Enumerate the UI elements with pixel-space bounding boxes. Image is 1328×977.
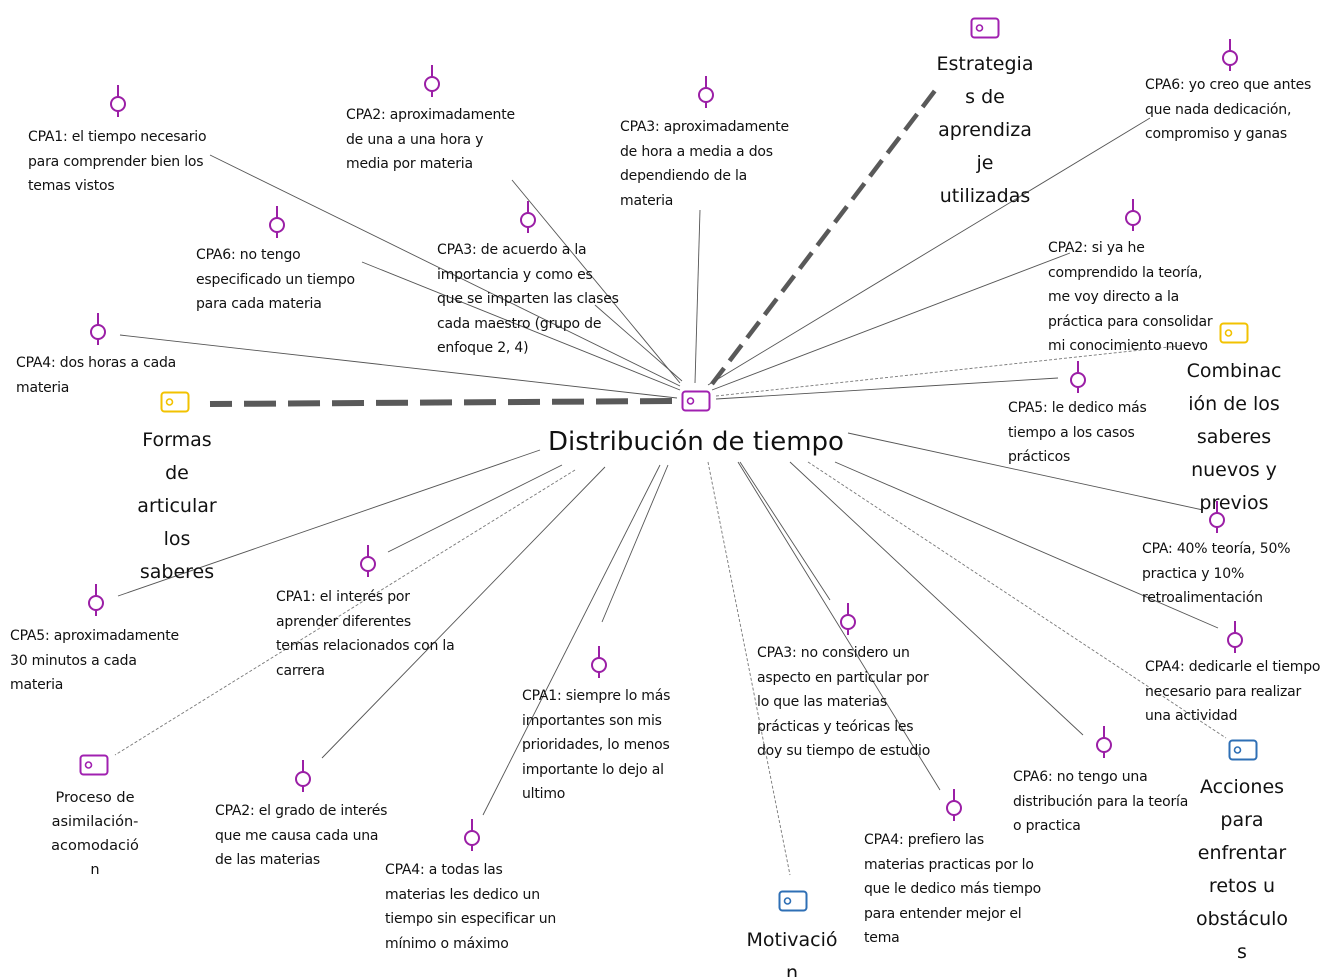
- edge-acciones: [807, 461, 1227, 739]
- code-label-estrategias[interactable]: Estrategia s de aprendiza je utilizadas: [936, 53, 1034, 207]
- edge-q1: [209, 154, 681, 387]
- code-icon-combinacion[interactable]: [1219, 322, 1249, 344]
- central-code-label[interactable]: Distribución de tiempo: [548, 427, 844, 457]
- quote-text-q6[interactable]: CPA3: de acuerdo a la importancia y como…: [437, 242, 619, 356]
- quote-text-q10[interactable]: CPA: 40% teoría, 50% practica y 10% retr…: [1142, 541, 1291, 606]
- quote-text-q14[interactable]: CPA3: no considero un aspecto en particu…: [757, 645, 931, 759]
- edge-q17: [482, 464, 661, 816]
- quote-icon-q17[interactable]: [463, 818, 481, 852]
- quote-text-q16[interactable]: CPA2: el grado de interés que me causa c…: [215, 803, 388, 868]
- quote-text-q2[interactable]: CPA2: aproximadamente de una a una hora …: [346, 107, 515, 172]
- edge-combinacion: [715, 342, 1207, 397]
- edge-q5: [361, 261, 681, 391]
- code-icon-acciones[interactable]: [1228, 739, 1258, 761]
- quote-icon-q15[interactable]: [1226, 620, 1244, 654]
- edge-q2: [511, 179, 681, 384]
- code-label-motivacion[interactable]: Motivació n: [746, 929, 838, 977]
- quote-icon-q3[interactable]: [697, 75, 715, 109]
- quote-icon-q7[interactable]: [1124, 198, 1142, 232]
- quote-icon-q11[interactable]: [87, 583, 105, 617]
- edge-q10: [847, 432, 1204, 511]
- quote-text-q12[interactable]: CPA1: el interés por aprender diferentes…: [276, 589, 455, 679]
- quote-text-q8[interactable]: CPA4: dos horas a cada materia: [16, 355, 177, 396]
- edge-q19: [737, 461, 941, 791]
- quote-text-q13[interactable]: CPA1: siempre lo más importantes son mis…: [522, 688, 671, 802]
- quote-text-q3[interactable]: CPA3: aproximadamente de hora a media a …: [620, 119, 789, 209]
- quote-text-q18[interactable]: CPA6: no tengo una distribución para la …: [1013, 769, 1189, 834]
- quote-text-q19[interactable]: CPA4: prefiero las materias practicas po…: [864, 832, 1042, 946]
- code-label-combinacion[interactable]: Combinac ión de los saberes nuevos y pre…: [1186, 360, 1282, 514]
- edge-q15: [834, 461, 1219, 629]
- quote-icon-q2[interactable]: [423, 64, 441, 98]
- edge-q4: [707, 117, 1151, 386]
- edge-q13: [601, 464, 669, 623]
- quote-text-q15[interactable]: CPA4: dedicarle el tiempo necesario para…: [1145, 659, 1321, 724]
- code-label-acciones[interactable]: Acciones para enfrentar retos u obstácul…: [1195, 776, 1289, 963]
- quote-icon-q19[interactable]: [945, 788, 963, 822]
- edge-q3: [694, 209, 701, 384]
- edge-q12: [387, 464, 563, 553]
- code-icon-estrategias[interactable]: [970, 17, 1000, 39]
- edge-q18: [789, 461, 1084, 736]
- quote-text-q1[interactable]: CPA1: el tiempo necesario para comprende…: [28, 129, 207, 194]
- quote-text-q11[interactable]: CPA5: aproximadamente 30 minutos a cada …: [10, 628, 179, 693]
- edge-q11: [117, 449, 541, 597]
- quote-icon-q18[interactable]: [1095, 725, 1113, 759]
- edge-q16: [321, 466, 606, 759]
- quote-icon-q1[interactable]: [109, 84, 127, 118]
- code-icon-proceso[interactable]: [79, 754, 109, 776]
- edge-proceso: [114, 469, 576, 756]
- code-icon-motivacion[interactable]: [778, 890, 808, 912]
- code-label-formas[interactable]: Formas de articular los saberes: [137, 429, 217, 583]
- quote-icon-q4[interactable]: [1221, 38, 1239, 72]
- quote-icon-q10[interactable]: [1208, 500, 1226, 534]
- quote-text-q7[interactable]: CPA2: si ya he comprendido la teoría, me…: [1048, 240, 1213, 354]
- quote-icon-q14[interactable]: [839, 602, 857, 636]
- edge-estrategias: [710, 86, 939, 386]
- edge-q6: [594, 304, 683, 382]
- edge-q8: [119, 334, 678, 399]
- quote-text-q5[interactable]: CPA6: no tengo especificado un tiempo pa…: [196, 247, 355, 312]
- edge-q7: [711, 252, 1071, 391]
- quote-text-q4[interactable]: CPA6: yo creo que antes que nada dedicac…: [1145, 77, 1312, 142]
- code-icon-formas[interactable]: [160, 391, 190, 413]
- edge-q14: [739, 461, 831, 601]
- code-label-proceso[interactable]: Proceso de asimilación- acomodació n: [51, 790, 139, 878]
- quote-icon-q13[interactable]: [590, 645, 608, 679]
- edge-formas: [209, 398, 673, 407]
- quote-text-q9[interactable]: CPA5: le dedico más tiempo a los casos p…: [1008, 400, 1147, 465]
- quote-icon-q8[interactable]: [89, 312, 107, 346]
- quote-icon-q12[interactable]: [359, 544, 377, 578]
- quote-icon-q6[interactable]: [519, 200, 537, 234]
- quote-icon-q16[interactable]: [294, 759, 312, 793]
- edge-q9: [715, 377, 1059, 400]
- quote-text-q17[interactable]: CPA4: a todas las materias les dedico un…: [385, 862, 557, 952]
- quote-icon-q5[interactable]: [268, 205, 286, 239]
- edge-motivacion: [707, 461, 791, 876]
- quote-icon-q9[interactable]: [1069, 360, 1087, 394]
- central-code-icon[interactable]: [681, 390, 711, 412]
